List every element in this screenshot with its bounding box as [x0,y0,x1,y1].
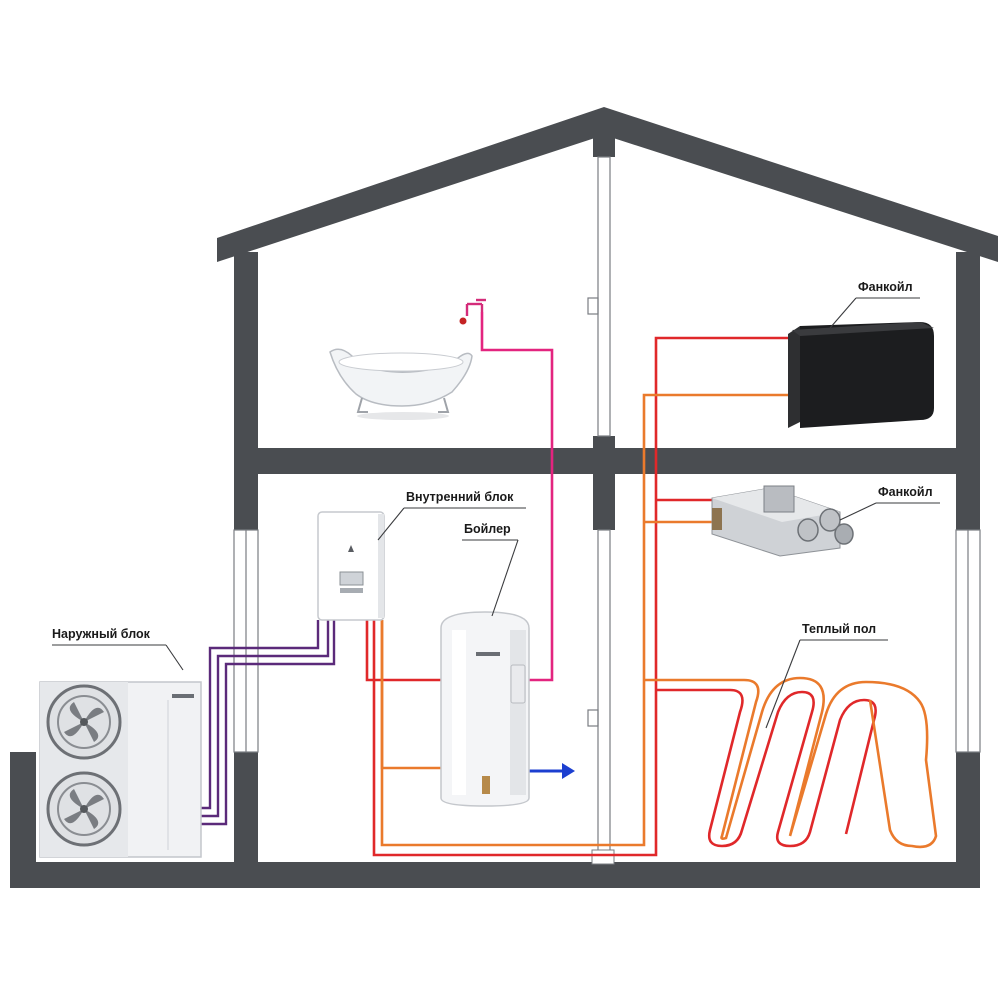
supply-main [372,336,790,857]
house-structure [10,107,998,888]
bathtub-foot-left [356,397,368,413]
fan-hub-bottom [80,805,88,813]
refrigerant-line-1 [201,620,320,810]
label-fancoil-lower: Фанкойл [878,485,933,499]
right-lower-wall [956,752,980,862]
refrigerant-line-2 [201,620,330,818]
supply-lines [365,336,877,857]
boiler-valve [482,776,490,794]
upper-door-handle [587,297,599,315]
boiler-shade [510,630,526,795]
indoor-unit [317,511,385,621]
roof [217,107,998,262]
leader-fancoil-upper-diag [829,297,857,329]
fancoil-upper-unit [788,322,934,428]
leader-indoor-unit-diag [377,507,405,541]
fancoil-upper-top [792,322,934,336]
return-main [380,393,790,847]
center-partition-upper [597,156,611,437]
fancoil-lower-unit [711,485,854,557]
fancoil-lower-box [763,485,795,513]
indoor-unit-side [378,514,384,618]
fan-ring-bottom [57,782,111,836]
left-lower-wall [234,752,258,862]
fan-bottom [46,771,122,847]
leader-floor-heating-diag [765,639,801,729]
floor-pipe-passage [591,849,615,865]
label-outdoor-unit: Наружный блок [52,627,150,641]
fancoil-lower-duct-3 [834,523,854,545]
supply-indoor-to-boiler [365,620,452,682]
fancoil-upper-front [800,322,934,428]
label-fancoil-upper: Фанкойл [858,280,913,294]
boiler-highlight [452,630,466,795]
leader-outdoor-unit-diag [165,644,184,671]
indoor-unit-logo-icon [348,545,354,552]
fancoil-lower-valve [712,508,722,530]
floor-heating-loop-supply [656,688,877,848]
fan-blades-top [64,702,104,742]
fan-top [46,684,122,760]
right-upper-wall [956,252,980,530]
leader-fancoil-lower-diag [839,502,877,521]
faucet [465,298,486,316]
center-column-mid [593,436,615,530]
boiler-connector [510,664,526,704]
wall-outlines [233,156,981,861]
cold-water-arrow [562,763,575,779]
bathtub-shadow [357,412,449,420]
center-column-top [593,135,615,157]
bathtub-foot-right [438,397,450,413]
fan-hub-top [80,718,88,726]
refrigerant-line-3 [201,620,336,826]
return-lines [380,393,938,849]
center-partition-lower [597,529,611,861]
outdoor-unit-logo [172,694,194,698]
leader-boiler-diag [491,539,519,617]
label-boiler: Бойлер [464,522,511,536]
hot-water-line [480,312,554,682]
indoor-unit-buttons [340,588,363,593]
indoor-unit-display [339,571,364,586]
cold-water-inlet [528,763,575,779]
leader-lines [52,297,940,729]
fan-blades-bottom [64,789,104,829]
left-upper-wall [234,252,258,530]
label-indoor-unit: Внутренний блок [406,490,514,504]
refrigerant-lines [201,620,336,826]
fancoil-upper-side [788,326,800,428]
lower-door-handle [587,709,599,727]
fan-ring-top [57,695,111,749]
bathtub [329,348,473,420]
boiler-tank [440,611,530,807]
water-drop [459,317,467,325]
ground-slab [10,862,980,888]
indoor-unit-body [317,511,385,621]
bathtub-rim [338,352,464,372]
label-floor-heating: Теплый пол [802,622,877,636]
fancoil-lower-duct-1 [797,518,819,542]
outdoor-unit [39,681,202,858]
terrace-wall [10,752,36,872]
floor-heating-loop-return [644,676,938,849]
boiler-logo [476,652,500,656]
